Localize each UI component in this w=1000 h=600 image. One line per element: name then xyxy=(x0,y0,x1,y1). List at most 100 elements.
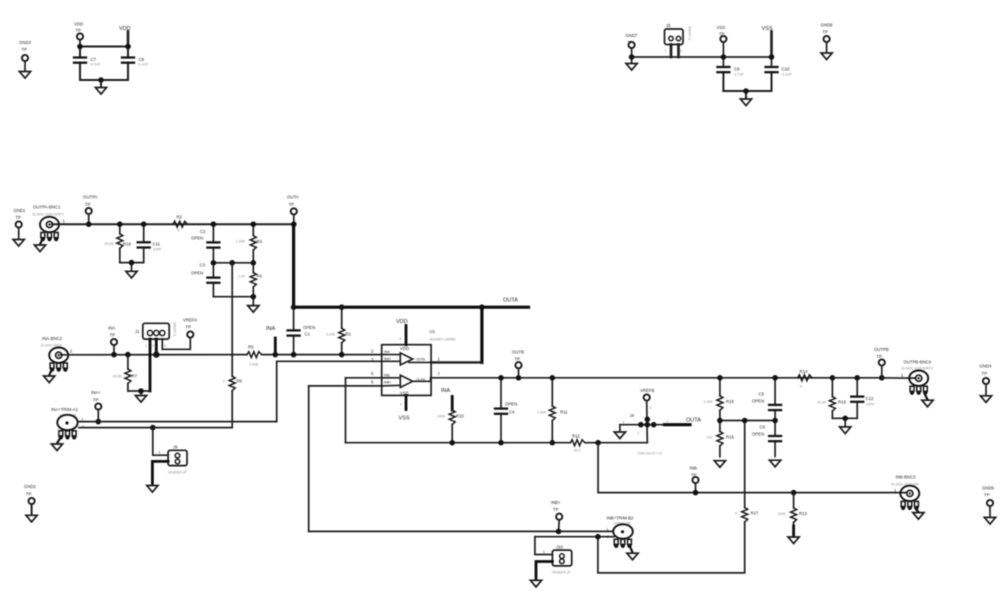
svg-text:INA: INA xyxy=(108,326,115,331)
svg-text:R1: R1 xyxy=(346,332,352,337)
svg-text:TP: TP xyxy=(16,215,22,220)
svg-text:4: 4 xyxy=(400,403,402,407)
svg-text:49.9K: 49.9K xyxy=(113,375,123,379)
svg-text:TP: TP xyxy=(93,398,99,403)
svg-text:GND1: GND1 xyxy=(14,208,27,213)
svg-text:TP: TP xyxy=(984,493,990,498)
svg-text:R14: R14 xyxy=(800,369,808,374)
svg-text:INA-: INA- xyxy=(384,350,391,354)
svg-text:VSS: VSS xyxy=(400,390,409,395)
svg-text:R12: R12 xyxy=(572,434,580,439)
svg-text:2.00K: 2.00K xyxy=(249,363,259,367)
svg-text:TSW-104-07-T-S: TSW-104-07-T-S xyxy=(637,452,663,456)
svg-text:HEADER-2P: HEADER-2P xyxy=(552,571,572,575)
svg-text:49.9K: 49.9K xyxy=(817,401,827,405)
svg-text:INB-: INB- xyxy=(384,374,391,378)
svg-text:C1: C1 xyxy=(305,332,311,337)
svg-text:10PF: 10PF xyxy=(153,248,162,252)
svg-text:C2: C2 xyxy=(200,229,206,234)
svg-text:6: 6 xyxy=(371,371,374,376)
svg-text:0: 0 xyxy=(178,229,180,233)
svg-text:OPEN: OPEN xyxy=(303,325,315,330)
svg-text:OUTPA: OUTPA xyxy=(83,195,98,200)
svg-text:SHUNT-2: SHUNT-2 xyxy=(173,322,177,336)
svg-text:TP: TP xyxy=(515,357,521,362)
svg-text:C5: C5 xyxy=(759,392,765,397)
svg-text:1: 1 xyxy=(70,349,73,354)
svg-text:GND3: GND3 xyxy=(19,40,32,45)
svg-text:OPEN: OPEN xyxy=(191,271,203,276)
svg-text:R17: R17 xyxy=(751,511,759,516)
svg-text:1.00: 1.00 xyxy=(238,275,245,279)
svg-text:1: 1 xyxy=(145,344,147,348)
svg-text:TP: TP xyxy=(186,325,192,330)
svg-text:OUTA: OUTA xyxy=(416,358,426,362)
svg-text:OUTB: OUTB xyxy=(512,350,524,355)
svg-text:INA+: INA+ xyxy=(91,390,101,395)
svg-text:J5: J5 xyxy=(666,23,671,28)
svg-text:100K: 100K xyxy=(437,415,446,419)
svg-text:2: 2 xyxy=(152,344,154,348)
svg-text:R10: R10 xyxy=(456,414,464,419)
svg-text:31-5431-52RF: 31-5431-52RF xyxy=(41,344,62,348)
svg-text:0.1UF: 0.1UF xyxy=(139,63,150,67)
svg-text:100K: 100K xyxy=(778,512,787,516)
svg-text:C11: C11 xyxy=(153,242,161,247)
svg-text:TP: TP xyxy=(85,202,91,207)
svg-text:4.7UF: 4.7UF xyxy=(91,63,102,67)
svg-text:OPEN: OPEN xyxy=(752,399,764,404)
svg-text:1: 1 xyxy=(607,528,609,532)
svg-text:INA+TRIM-A1: INA+TRIM-A1 xyxy=(51,407,78,412)
svg-text:TP: TP xyxy=(553,507,559,512)
svg-text:VSS: VSS xyxy=(399,416,410,422)
svg-text:OUTPB: OUTPB xyxy=(874,347,889,352)
svg-text:VSS: VSS xyxy=(762,26,773,32)
svg-text:C12: C12 xyxy=(866,396,874,401)
svg-text:R15: R15 xyxy=(726,399,734,404)
svg-text:OUTPA-BNC1: OUTPA-BNC1 xyxy=(33,205,61,210)
svg-text:TP: TP xyxy=(26,492,32,497)
svg-text:VREFA: VREFA xyxy=(183,318,197,323)
svg-text:R7: R7 xyxy=(132,374,138,379)
svg-text:R4: R4 xyxy=(257,274,263,279)
svg-text:R5: R5 xyxy=(248,345,254,350)
svg-text:C3: C3 xyxy=(200,263,206,268)
svg-text:TP: TP xyxy=(76,28,82,33)
svg-text:VDD: VDD xyxy=(119,26,131,32)
svg-text:7: 7 xyxy=(438,371,441,376)
svg-text:10PF: 10PF xyxy=(866,403,875,407)
svg-text:OUTA: OUTA xyxy=(686,418,701,424)
svg-text:0: 0 xyxy=(800,385,802,389)
svg-text:SHUNT-2: SHUNT-2 xyxy=(688,26,692,40)
svg-text:OPEN: OPEN xyxy=(191,236,203,241)
svg-text:1.00K: 1.00K xyxy=(236,240,246,244)
svg-text:1: 1 xyxy=(894,488,897,493)
svg-text:J4: J4 xyxy=(630,413,635,418)
svg-text:2: 2 xyxy=(667,420,669,424)
svg-text:OUTA: OUTA xyxy=(287,195,299,200)
svg-text:VDD: VDD xyxy=(400,346,409,351)
svg-text:R2: R2 xyxy=(177,215,183,220)
svg-text:INA+: INA+ xyxy=(384,357,391,361)
svg-text:INB+: INB+ xyxy=(384,380,391,384)
svg-text:3: 3 xyxy=(650,406,652,410)
svg-text:31-5431-1020-52R: 31-5431-1020-52R xyxy=(891,483,919,487)
svg-text:100: 100 xyxy=(707,436,713,440)
svg-text:8: 8 xyxy=(400,337,402,341)
svg-text:OUTPB-BNC4: OUTPB-BNC4 xyxy=(904,360,932,365)
svg-text:C7: C7 xyxy=(91,57,97,62)
svg-text:20.0: 20.0 xyxy=(574,449,581,453)
svg-text:HEADER-2P: HEADER-2P xyxy=(168,471,188,475)
svg-text:1.00K: 1.00K xyxy=(537,411,547,415)
svg-text:31-5431-1020-52RFX: 31-5431-1020-52RFX xyxy=(901,367,934,371)
svg-text:OPEN: OPEN xyxy=(752,432,764,437)
svg-text:R13: R13 xyxy=(799,511,807,516)
svg-text:GND8: GND8 xyxy=(821,23,834,28)
svg-text:1: 1 xyxy=(63,219,66,224)
svg-text:4: 4 xyxy=(623,421,625,425)
svg-text:INB-BNC3: INB-BNC3 xyxy=(896,475,917,480)
svg-text:INA-BNC2: INA-BNC2 xyxy=(42,336,63,341)
svg-text:1: 1 xyxy=(159,451,161,455)
svg-text:2: 2 xyxy=(371,348,374,353)
svg-text:TP: TP xyxy=(289,202,295,207)
